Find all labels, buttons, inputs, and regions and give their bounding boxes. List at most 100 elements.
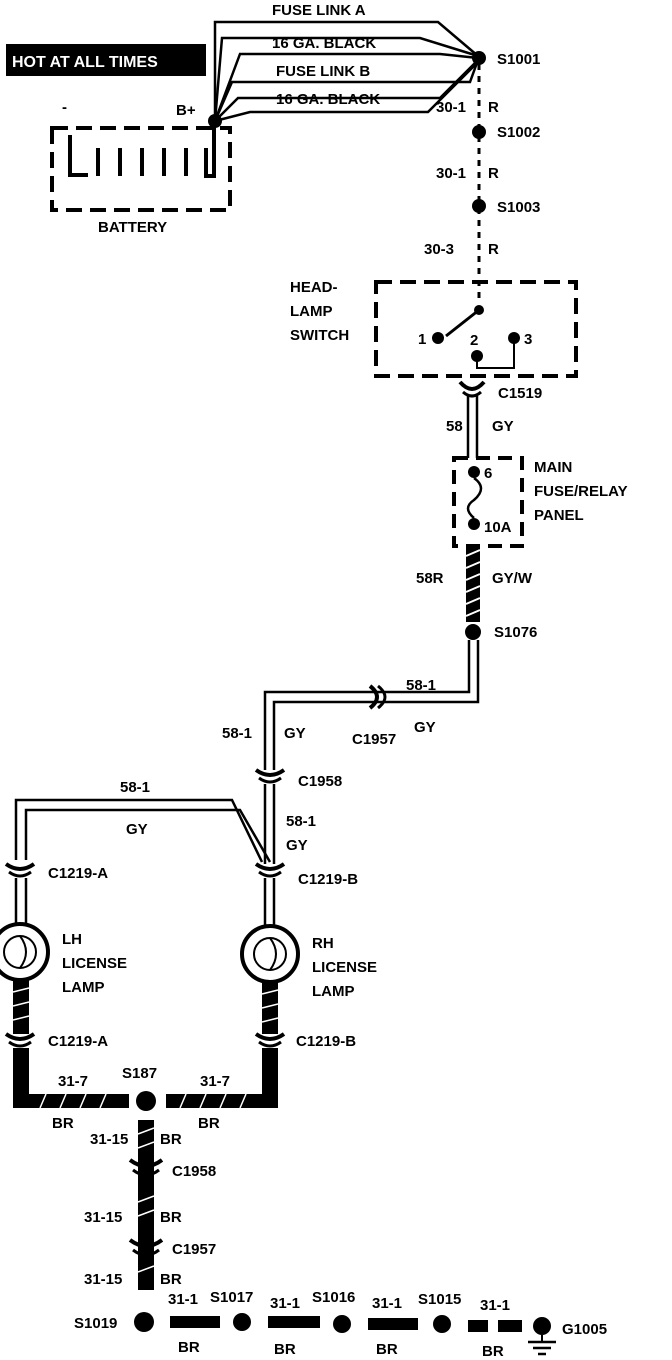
color-br-a: BR <box>160 1131 182 1148</box>
svg-text:C1219-B: C1219-B <box>298 871 358 888</box>
color-gy-b: GY <box>414 719 436 736</box>
fuse-panel-line1: MAIN <box>534 459 572 476</box>
circuit-31-15-c: 31-15 <box>84 1271 122 1288</box>
svg-text:C1519: C1519 <box>498 385 542 402</box>
splice-s1019: S1019 <box>74 1312 154 1332</box>
color-gyw: GY/W <box>492 570 533 587</box>
svg-text:C1957: C1957 <box>172 1241 216 1258</box>
splice-s187: S187 <box>122 1065 157 1111</box>
svg-text:S1001: S1001 <box>497 51 540 68</box>
connector-c1219b-bottom: C1219-B <box>254 1032 356 1050</box>
svg-text:S1015: S1015 <box>418 1291 461 1308</box>
connector-c1519: C1519 <box>458 380 542 402</box>
connector-c1219a-top: C1219-A <box>4 862 108 882</box>
switch-label-line3: SWITCH <box>290 327 349 344</box>
br-wire-segment-2 <box>268 1316 320 1328</box>
badge-text: HOT AT ALL TIMES <box>12 54 158 71</box>
color-gy-e: GY <box>286 837 308 854</box>
color-br-f: BR <box>376 1341 398 1358</box>
color-br-g: BR <box>482 1343 504 1360</box>
color-gy-d: GY <box>126 821 148 838</box>
fuse-rating: 10A <box>484 519 512 536</box>
fuse-panel-line3: PANEL <box>534 507 584 524</box>
color-r-a: R <box>488 99 499 116</box>
svg-text:S187: S187 <box>122 1065 157 1082</box>
circuit-30-1-b: 30-1 <box>436 165 466 182</box>
rh-license-lamp <box>240 924 300 984</box>
svg-text:S1002: S1002 <box>497 124 540 141</box>
rh-lamp-line3: LAMP <box>312 983 355 1000</box>
circuit-31-1-d: 31-1 <box>480 1297 510 1314</box>
rh-lamp-line2: LICENSE <box>312 959 377 976</box>
svg-text:C1957: C1957 <box>352 731 396 748</box>
color-br-right: BR <box>198 1115 220 1132</box>
lh-lamp-line3: LAMP <box>62 979 105 996</box>
connector-c1957-bottom: C1957 <box>128 1238 216 1258</box>
circuit-58-1-b: 58-1 <box>222 725 252 742</box>
circuit-58r: 58R <box>416 570 444 587</box>
fuse-link-a-label: FUSE LINK A <box>272 2 366 19</box>
lh-license-lamp <box>0 922 50 982</box>
color-r-c: R <box>488 241 499 258</box>
battery-pos-label: B+ <box>176 102 196 119</box>
svg-text:C1958: C1958 <box>172 1163 216 1180</box>
gy-wire-58 <box>466 396 479 458</box>
color-br-c: BR <box>160 1271 182 1288</box>
color-r-b: R <box>488 165 499 182</box>
br-wire-segment-1 <box>170 1316 220 1328</box>
svg-text:S1003: S1003 <box>497 199 540 216</box>
fuse-panel-line2: FUSE/RELAY <box>534 483 628 500</box>
splice-s1015: S1015 <box>418 1291 461 1333</box>
color-br-left: BR <box>52 1115 74 1132</box>
switch-pin-2: 2 <box>470 332 478 349</box>
circuit-31-1-c: 31-1 <box>372 1295 402 1312</box>
main-fuse-relay-panel: 6 10A <box>452 456 524 548</box>
circuit-58-1-c: 58-1 <box>120 779 150 796</box>
connector-c1219a-bottom: C1219-A <box>4 1032 108 1050</box>
color-gy-a: GY <box>492 418 514 435</box>
svg-text:S1016: S1016 <box>312 1289 355 1306</box>
splice-s1017: S1017 <box>210 1289 253 1331</box>
fuse-link-wires <box>213 20 480 123</box>
splice-s1076: S1076 <box>465 624 537 641</box>
circuit-31-1-a: 31-1 <box>168 1291 198 1308</box>
hot-at-all-times-badge: HOT AT ALL TIMES <box>6 44 206 76</box>
circuit-31-7-left: 31-7 <box>58 1073 88 1090</box>
gy-lamp-feeds <box>14 878 276 926</box>
switch-label-line1: HEAD- <box>290 279 338 296</box>
switch-pin-1: 1 <box>418 331 426 348</box>
splice-s1002: S1002 <box>472 124 540 141</box>
color-gy-c: GY <box>284 725 306 742</box>
wire-16ga-1-label: 16 GA. BLACK <box>272 35 376 52</box>
color-br-e: BR <box>274 1341 296 1358</box>
color-br-b: BR <box>160 1209 182 1226</box>
br-wire-31-15 <box>137 1120 155 1290</box>
lh-lamp-line2: LICENSE <box>62 955 127 972</box>
switch-pin-3: 3 <box>524 331 532 348</box>
battery-neg-label: - <box>62 99 67 116</box>
svg-text:S1019: S1019 <box>74 1315 117 1332</box>
svg-text:C1958: C1958 <box>298 773 342 790</box>
splice-s1003: S1003 <box>472 199 540 216</box>
connector-c1219b-top: C1219-B <box>254 862 358 888</box>
circuit-31-1-b: 31-1 <box>270 1295 300 1312</box>
splice-s1001: S1001 <box>472 51 540 68</box>
svg-text:C1219-A: C1219-A <box>48 865 108 882</box>
fuse-link-b-label: FUSE LINK B <box>276 63 370 80</box>
rh-lamp-line1: RH <box>312 935 334 952</box>
circuit-31-15-b: 31-15 <box>84 1209 122 1226</box>
circuit-58-1-a: 58-1 <box>406 677 436 694</box>
circuit-58: 58 <box>446 418 463 435</box>
headlamp-switch: 1 2 3 <box>374 280 578 378</box>
br-lamp-wires <box>12 980 279 1034</box>
wire-16ga-2-label: 16 GA. BLACK <box>276 91 380 108</box>
circuit-31-7-right: 31-7 <box>200 1073 230 1090</box>
lh-lamp-line1: LH <box>62 931 82 948</box>
br-wires-to-s187 <box>13 1048 278 1109</box>
svg-text:C1219-A: C1219-A <box>48 1033 108 1050</box>
battery: - B+ BATTERY <box>50 99 232 236</box>
connector-c1957-top: C1957 <box>352 684 396 748</box>
gyw-wire-58r <box>465 546 481 622</box>
circuit-31-15-a: 31-15 <box>90 1131 128 1148</box>
